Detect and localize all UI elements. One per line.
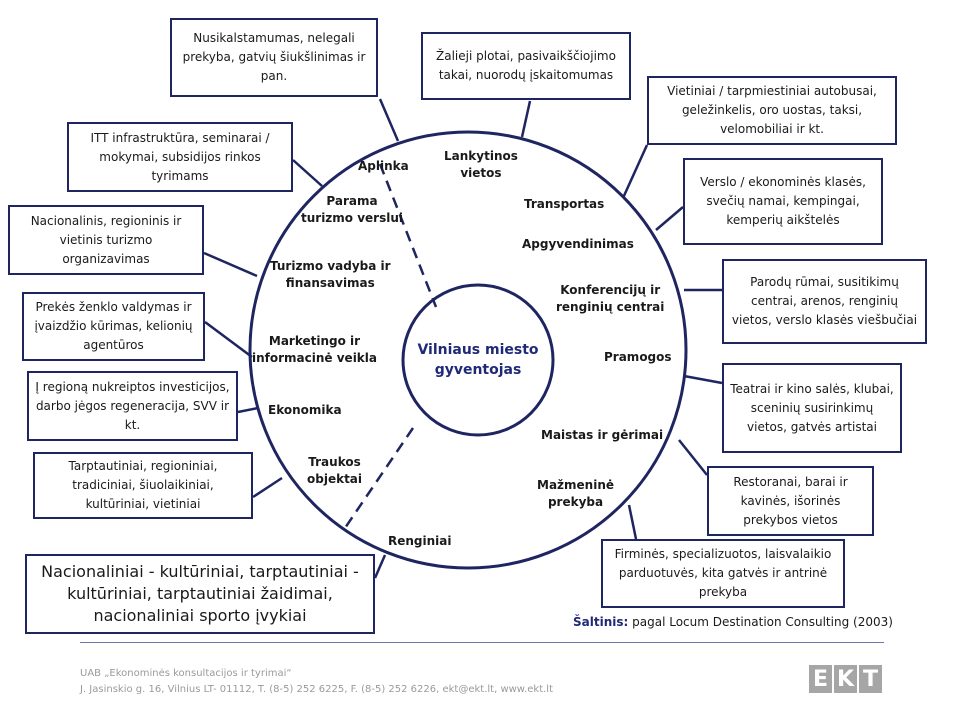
label-apgyvendinimas: Apgyvendinimas	[522, 237, 634, 251]
label-parama: Parama turizmo verslui	[301, 193, 403, 227]
label-mazmenine-line-2: prekyba	[547, 495, 604, 509]
label-maistas: Maistas ir gėrimai	[541, 428, 664, 442]
connector-vietiniai	[621, 144, 649, 199]
divider-line-upper	[378, 163, 438, 308]
connector-restoranai	[678, 439, 708, 476]
box-zalieji-plotai: Žalieji plotai, pasivaikščiojimo takai, …	[421, 32, 631, 100]
label-traukos-line-1: Traukos	[308, 455, 361, 469]
connector-firmines	[627, 504, 638, 540]
label-traukos-objektai: Traukos objektai	[307, 454, 362, 488]
box-firmines-parduotuves: Firminės, specializuotos, laisvalaikio p…	[601, 539, 845, 608]
label-parama-line-2: turizmo verslui	[301, 211, 404, 225]
logo-letter-k: K	[834, 665, 857, 693]
divider-line-lower	[343, 427, 415, 529]
divider-dashes	[343, 163, 438, 529]
logo-letter-t: T	[859, 665, 882, 693]
logo-letter-e: E	[809, 665, 832, 693]
box-itt-infrastruktura: ITT infrastruktūra, seminarai / mokymai,…	[67, 122, 293, 192]
footer-company: UAB „Ekonominės konsultacijos ir tyrimai…	[80, 668, 292, 679]
footer-divider	[80, 642, 884, 643]
box-prekes-zenklo: Prekės ženklo valdymas ir įvaizdžio kūri…	[22, 292, 205, 361]
box-restoranai: Restoranai, barai ir kavinės, išorinės p…	[707, 466, 874, 536]
box-nacionaliniai-renginiai: Nacionaliniai - kultūriniai, tarptautini…	[25, 554, 375, 634]
connector-lines	[203, 98, 723, 579]
connector-nacionaliniai	[373, 554, 387, 579]
connector-nacionalinis	[203, 251, 258, 278]
connector-itt	[292, 159, 323, 187]
source-note: Šaltinis: pagal Locum Destination Consul…	[573, 615, 893, 629]
box-parodu-rumai: Parodų rūmai, susitikimų centrai, arenos…	[722, 259, 927, 344]
label-turizmo-vadyba: Turizmo vadyba ir finansavimas	[270, 258, 391, 292]
box-tarptautiniai-objektai: Tarptautiniai, regioniniai, tradiciniai,…	[33, 452, 253, 519]
connector-nusikalstamumas	[378, 98, 400, 142]
connector-prekes	[204, 320, 253, 359]
connector-zalieji	[520, 100, 532, 138]
connector-verslo	[655, 206, 684, 231]
label-parama-line-1: Parama	[326, 194, 378, 208]
label-mazmenine-line-1: Mažmeninė	[537, 478, 615, 492]
label-konferenciju-centrai: Konferencijų ir renginių centrai	[556, 282, 664, 316]
connector-investicijos	[237, 406, 259, 414]
outer-circle	[248, 130, 688, 570]
label-pramogos: Pramogos	[604, 350, 672, 364]
label-lankytinos-line-2: vietos	[460, 166, 502, 180]
source-label: Šaltinis:	[573, 615, 629, 629]
label-vadyba-line-2: finansavimas	[285, 276, 375, 290]
center-title-line-1: Vilniaus miesto	[417, 342, 539, 358]
source-text: pagal Locum Destination Consulting (2003…	[628, 615, 893, 629]
box-teatrai: Teatrai ir kino salės, klubai, sceninių …	[722, 363, 902, 453]
box-verslo-klases: Verslo / ekonominės klasės, svečių namai…	[683, 158, 883, 245]
connector-tarptautiniai	[252, 476, 283, 499]
label-marketingo: Marketingo ir informacinė veikla	[252, 333, 377, 367]
label-ekonomika: Ekonomika	[268, 403, 342, 417]
center-title: Vilniaus miesto gyventojas	[400, 340, 556, 380]
center-title-line-2: gyventojas	[434, 362, 522, 378]
label-renginiai: Renginiai	[388, 534, 452, 548]
box-nacionalinis-turizmas: Nacionalinis, regioninis ir vietinis tur…	[8, 205, 204, 275]
label-marketingo-line-1: Marketingo ir	[268, 334, 361, 348]
label-traukos-line-2: objektai	[307, 472, 363, 486]
label-lankytinos-line-1: Lankytinos	[444, 149, 518, 163]
label-marketingo-line-2: informacinė veikla	[252, 351, 377, 365]
footer-address: J. Jasinskio g. 16, Vilnius LT- 01112, T…	[80, 684, 553, 695]
label-vadyba-line-1: Turizmo vadyba ir	[270, 259, 391, 273]
label-lankytinos-vietos: Lankytinos vietos	[444, 148, 518, 182]
box-nusikalstamumas: Nusikalstamumas, nelegali prekyba, gatvi…	[170, 18, 378, 97]
label-aplinka: Aplinka	[358, 159, 409, 173]
label-konferenciju-line-1: Konferencijų ir	[560, 283, 661, 297]
label-mazmenine-prekyba: Mažmeninė prekyba	[537, 477, 614, 511]
box-investicijos: Į regioną nukreiptos investicijos, darbo…	[27, 371, 238, 441]
label-transportas: Transportas	[524, 197, 605, 211]
connector-teatrai	[683, 374, 723, 385]
ekt-logo: E K T	[809, 665, 882, 693]
inner-circle	[401, 283, 555, 437]
box-vietiniai-transportas: Vietiniai / tarpmiestiniai autobusai, ge…	[647, 76, 897, 145]
label-konferenciju-line-2: renginių centrai	[556, 300, 665, 314]
